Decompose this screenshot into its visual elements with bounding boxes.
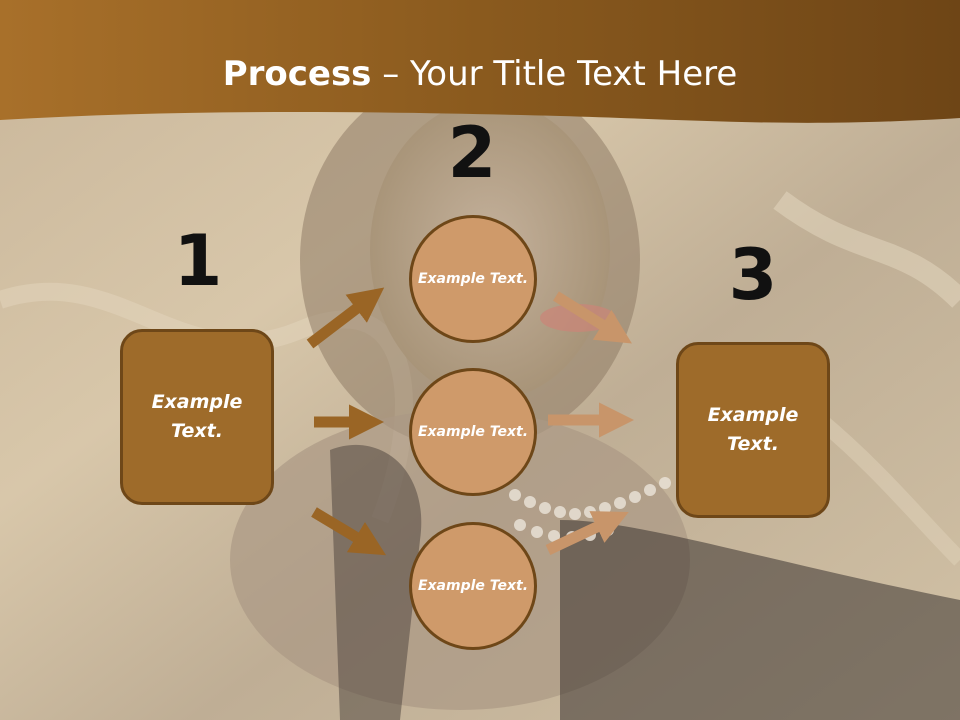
circle-bottom-text: Example Text. — [417, 577, 529, 594]
circle-top-text: Example Text. — [417, 270, 529, 287]
step-number-3: 3 — [728, 234, 778, 316]
left-box: Example Text. — [120, 329, 274, 505]
right-box-text: Example Text. — [707, 404, 799, 455]
title-bold: Process — [222, 54, 372, 94]
title-rest: – Your Title Text Here — [371, 54, 738, 94]
circle-top: Example Text. — [409, 215, 537, 343]
arrow-bottom-to-right — [545, 511, 629, 555]
right-box: Example Text. — [676, 342, 830, 518]
circle-bottom: Example Text. — [409, 522, 537, 650]
slide-title: Process – Your Title Text Here — [0, 52, 960, 96]
arrow-left-to-top — [306, 287, 385, 349]
step-number-1: 1 — [173, 220, 223, 302]
arrow-left-to-bottom — [311, 507, 387, 556]
arrow-top-to-right — [553, 291, 632, 344]
circle-middle: Example Text. — [409, 368, 537, 496]
step-number-2: 2 — [447, 112, 497, 194]
left-box-text: Example Text. — [151, 391, 243, 442]
circle-middle-text: Example Text. — [417, 423, 529, 440]
